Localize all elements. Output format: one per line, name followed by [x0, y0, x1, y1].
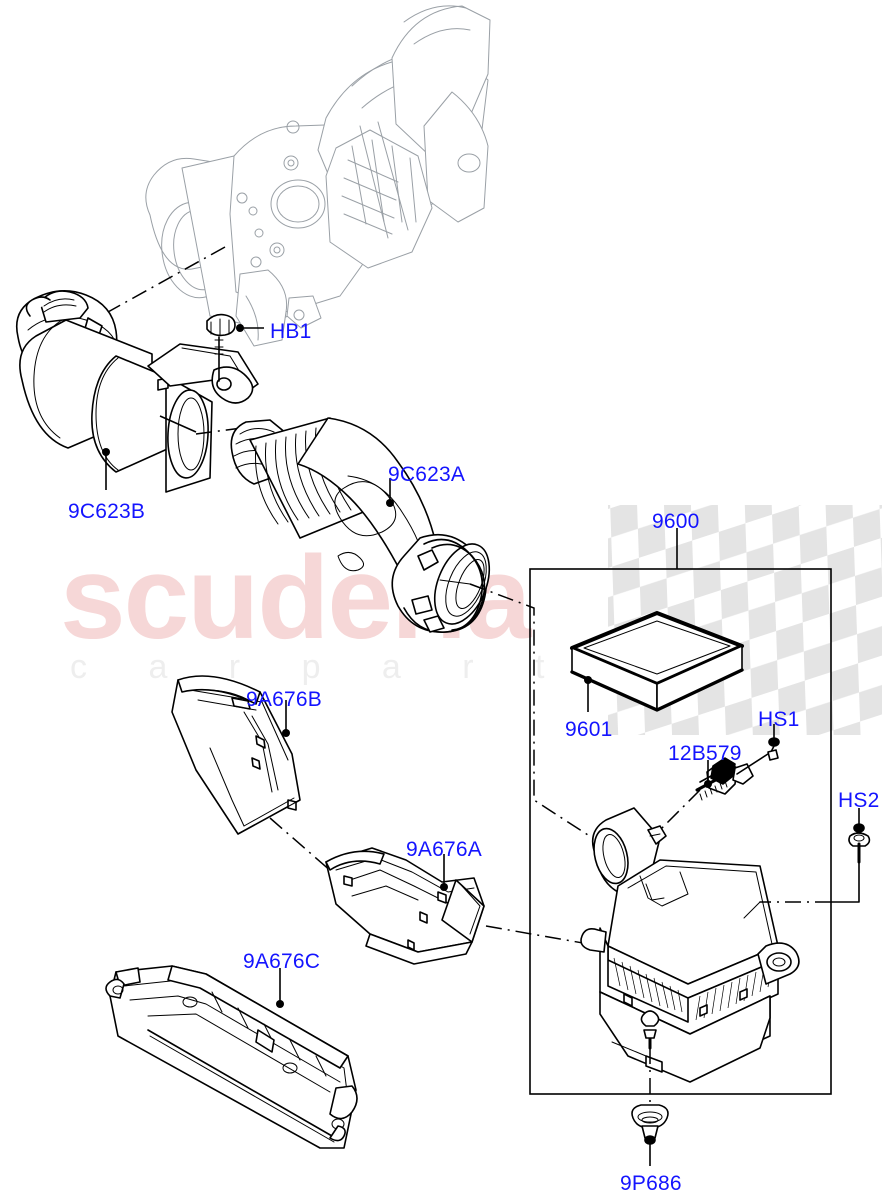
callout-12b579[interactable]: 12B579	[668, 742, 742, 765]
leader-turbo-to-hose	[107, 246, 226, 313]
callout-hs2[interactable]: HS2	[838, 789, 880, 812]
part-9c623b-intake-hose	[15, 290, 273, 493]
callout-9c623b[interactable]: 9C623B	[68, 500, 146, 523]
callout-9600[interactable]: 9600	[652, 510, 700, 533]
callout-hb1[interactable]: HB1	[270, 320, 312, 343]
part-hb1-bolt	[206, 313, 264, 382]
leader-hose-to-airbox	[469, 583, 609, 849]
part-9c623a-intake-hose	[230, 417, 609, 849]
part-9601-air-filter-element	[570, 611, 744, 712]
callout-9c623a[interactable]: 9C623A	[388, 463, 466, 486]
callout-9a676b[interactable]: 9A676B	[246, 688, 322, 711]
callout-9601[interactable]: 9601	[565, 718, 613, 741]
part-9a676a-inlet-duct	[325, 847, 601, 965]
part-9a676b-inlet-duct	[171, 675, 333, 873]
callout-9p686[interactable]: 9P686	[620, 1172, 682, 1195]
part-hs1-screw	[767, 724, 780, 761]
part-9p686-grommet	[631, 1048, 669, 1166]
part-12b579-maf-sensor	[659, 751, 772, 831]
part-air-cleaner-housing	[580, 807, 800, 1083]
callout-9a676c[interactable]: 9A676C	[243, 950, 321, 973]
group-box-9600	[529, 568, 832, 1095]
turbocharger-ghost-drawing	[145, 5, 491, 347]
callout-9a676a[interactable]: 9A676A	[406, 838, 482, 861]
part-hs2-screw	[770, 808, 871, 903]
part-9a676c-duct-cover	[105, 965, 358, 1149]
callout-hs1[interactable]: HS1	[758, 708, 800, 731]
